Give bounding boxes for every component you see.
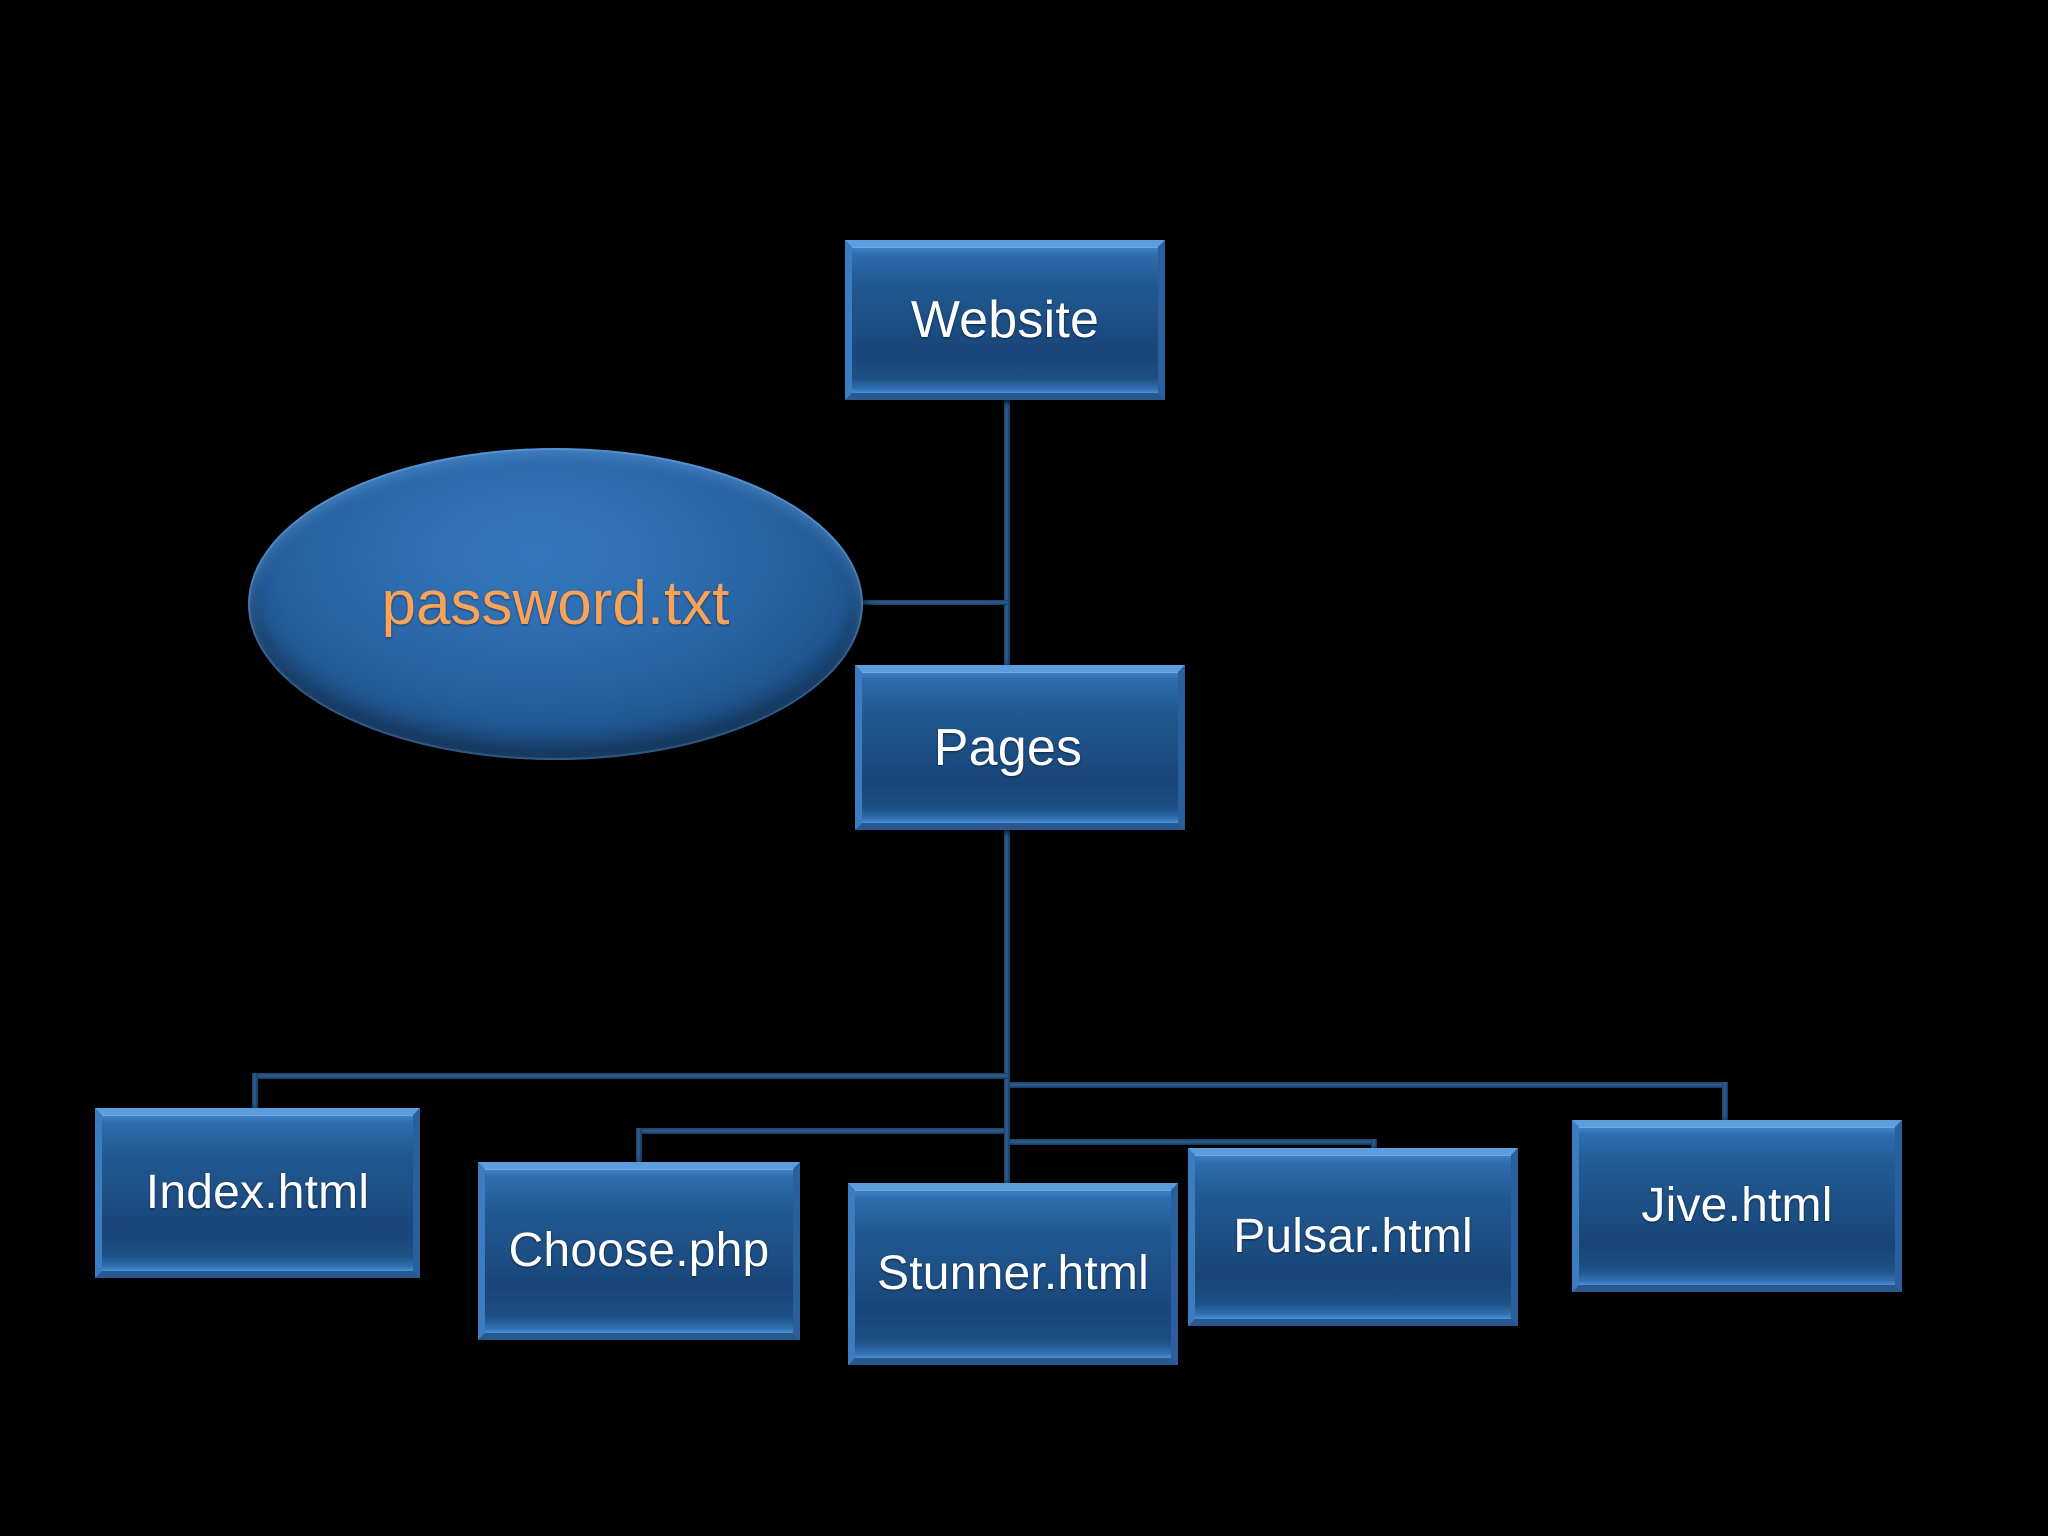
node-pulsar-html[interactable]: Pulsar.html: [1188, 1148, 1518, 1326]
node-stunner-html[interactable]: Stunner.html: [848, 1183, 1178, 1365]
edge-pages-to-choose-horizontal: [636, 1128, 1008, 1134]
node-choose-php[interactable]: Choose.php: [478, 1162, 800, 1340]
edge-website-to-pages: [1004, 400, 1010, 668]
node-pulsar-html-label: Pulsar.html: [1233, 1210, 1473, 1263]
node-index-html[interactable]: Index.html: [95, 1108, 420, 1278]
edge-pages-to-index-vertical: [252, 1073, 258, 1113]
node-stunner-html-label: Stunner.html: [877, 1247, 1149, 1300]
edge-pages-to-jive-horizontal: [1006, 1082, 1728, 1088]
node-password-txt[interactable]: password.txt: [248, 448, 863, 760]
edge-pages-to-index-horizontal: [252, 1073, 1008, 1079]
node-jive-html-label: Jive.html: [1641, 1179, 1833, 1232]
edge-pages-to-stunner-vertical: [1004, 1080, 1010, 1190]
node-website[interactable]: Website: [845, 240, 1165, 400]
edge-password-to-trunk: [860, 600, 1008, 605]
node-choose-php-label: Choose.php: [508, 1224, 770, 1277]
node-website-label: Website: [910, 291, 1100, 349]
node-pages[interactable]: Pages: [855, 665, 1185, 830]
node-index-html-label: Index.html: [145, 1166, 370, 1219]
node-jive-html[interactable]: Jive.html: [1572, 1120, 1902, 1292]
edge-pages-to-pulsar-horizontal: [1006, 1139, 1377, 1145]
node-password-txt-label: password.txt: [381, 569, 730, 638]
node-pages-label: Pages: [933, 718, 1083, 777]
edge-pages-trunk: [1004, 830, 1010, 1080]
